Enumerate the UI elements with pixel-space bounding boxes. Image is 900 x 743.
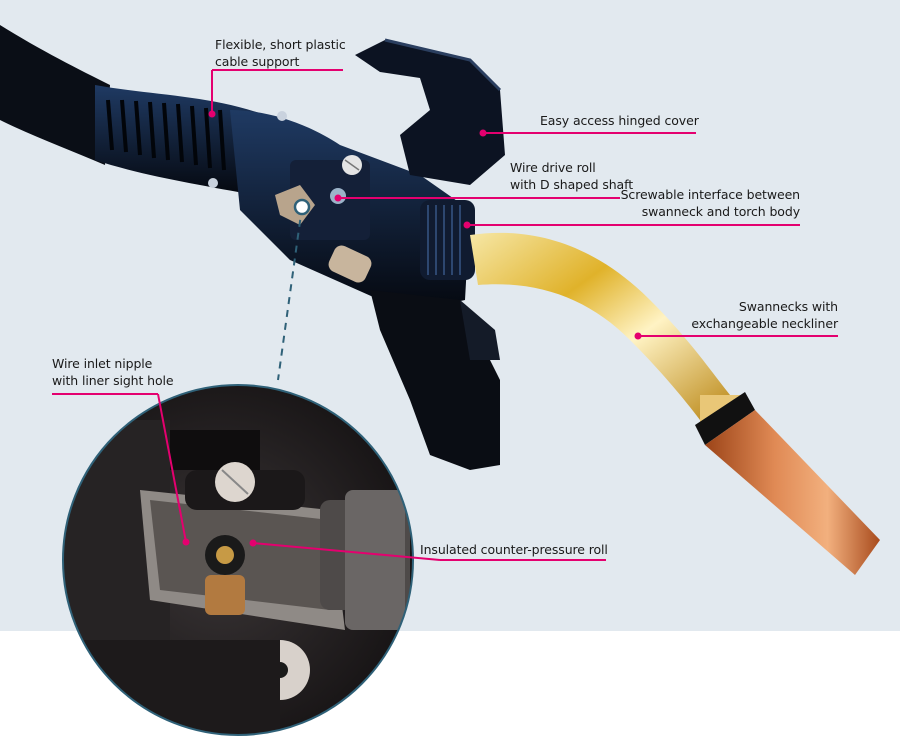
callout-inlet-nipple: Wire inlet nipple with liner sight hole	[52, 355, 174, 389]
detail-inset	[62, 384, 414, 736]
callout-screw-interface: Screwable interface between swanneck and…	[600, 186, 801, 220]
knurled-nut	[420, 200, 475, 280]
callout-cable-support: Flexible, short plastic cable support	[215, 36, 346, 70]
callout-text-line: exchangeable neckliner	[691, 316, 838, 331]
callout-lines	[52, 69, 838, 561]
callout-text-line: with liner sight hole	[52, 373, 174, 388]
callout-text-line: with D shaped shaft	[510, 177, 633, 192]
callout-text-line: Swannecks with	[738, 299, 838, 314]
callout-drive-roll: Wire drive roll with D shaped shaft	[510, 159, 633, 193]
callout-counter-roll: Insulated counter-pressure roll	[420, 541, 608, 558]
callout-text-line: Screwable interface between	[620, 187, 801, 202]
callout-text-line: Flexible, short plastic	[215, 37, 346, 52]
callout-text-line: swanneck and torch body	[641, 204, 800, 219]
callout-hinged-cover: Easy access hinged cover	[540, 112, 699, 129]
contact-nozzle	[695, 392, 880, 575]
callout-text-line: Insulated counter-pressure roll	[420, 542, 608, 557]
callout-text-line: cable support	[215, 54, 300, 69]
callout-swanneck: Swannecks with exchangeable neckliner	[680, 298, 838, 332]
callout-text-line: Wire inlet nipple	[52, 356, 153, 371]
drive-mechanism	[275, 155, 372, 283]
hinged-cover	[355, 38, 505, 185]
cable-support	[95, 85, 265, 195]
cable	[0, 25, 110, 165]
handle-grip	[370, 290, 500, 470]
callout-text-line: Easy access hinged cover	[540, 113, 699, 128]
callout-text-line: Wire drive roll	[510, 160, 596, 175]
inset-connector	[277, 198, 311, 381]
